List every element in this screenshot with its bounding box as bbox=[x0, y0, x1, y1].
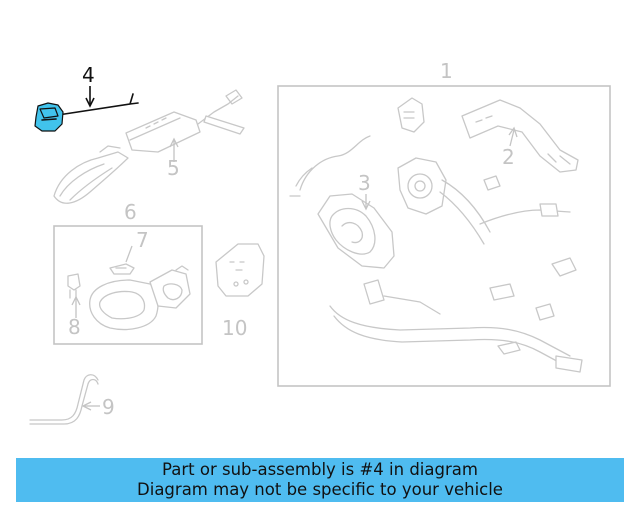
leader-2-arrow bbox=[508, 126, 518, 138]
info-banner: Part or sub-assembly is #4 in diagram Di… bbox=[16, 458, 624, 502]
leader-7 bbox=[125, 245, 133, 263]
callout-3: 3 bbox=[358, 171, 371, 195]
leader-3-arrow bbox=[361, 200, 371, 211]
part-6-charge-lid[interactable] bbox=[89, 265, 191, 331]
leader-8-arrow bbox=[71, 295, 81, 306]
callout-1: 1 bbox=[440, 59, 453, 83]
callout-7: 7 bbox=[136, 228, 149, 252]
callout-5: 5 bbox=[167, 156, 180, 180]
part-9-hose[interactable] bbox=[29, 374, 99, 425]
charge-inlet-socket[interactable] bbox=[397, 157, 491, 245]
callout-9: 9 bbox=[102, 395, 115, 419]
leader-9-arrow bbox=[81, 401, 92, 411]
small-clips[interactable] bbox=[483, 175, 577, 355]
callout-2: 2 bbox=[502, 145, 515, 169]
part-8-bracket[interactable] bbox=[67, 273, 81, 299]
part-3-housing[interactable] bbox=[317, 193, 395, 269]
part-2-bracket[interactable] bbox=[461, 99, 579, 173]
callout-8: 8 bbox=[68, 315, 81, 339]
group-box-6 bbox=[53, 225, 203, 345]
part-4-harness[interactable] bbox=[34, 93, 139, 132]
sensor-connector[interactable] bbox=[397, 97, 425, 133]
banner-line-2: Diagram may not be specific to your vehi… bbox=[137, 480, 503, 499]
part-5-charge-cable[interactable] bbox=[53, 89, 245, 204]
part-10-cover[interactable] bbox=[215, 243, 265, 297]
leader-4-arrow bbox=[85, 97, 95, 108]
group-box-1 bbox=[277, 85, 611, 387]
banner-line-1: Part or sub-assembly is #4 in diagram bbox=[162, 460, 478, 479]
leader-5-arrow bbox=[169, 137, 179, 148]
callout-4: 4 bbox=[82, 63, 95, 87]
part-7-clip[interactable] bbox=[109, 263, 135, 275]
wire-harness[interactable] bbox=[289, 135, 571, 225]
callout-6: 6 bbox=[124, 200, 137, 224]
callout-10: 10 bbox=[222, 316, 247, 340]
lower-frame[interactable] bbox=[329, 279, 583, 373]
leader-2 bbox=[509, 129, 515, 147]
